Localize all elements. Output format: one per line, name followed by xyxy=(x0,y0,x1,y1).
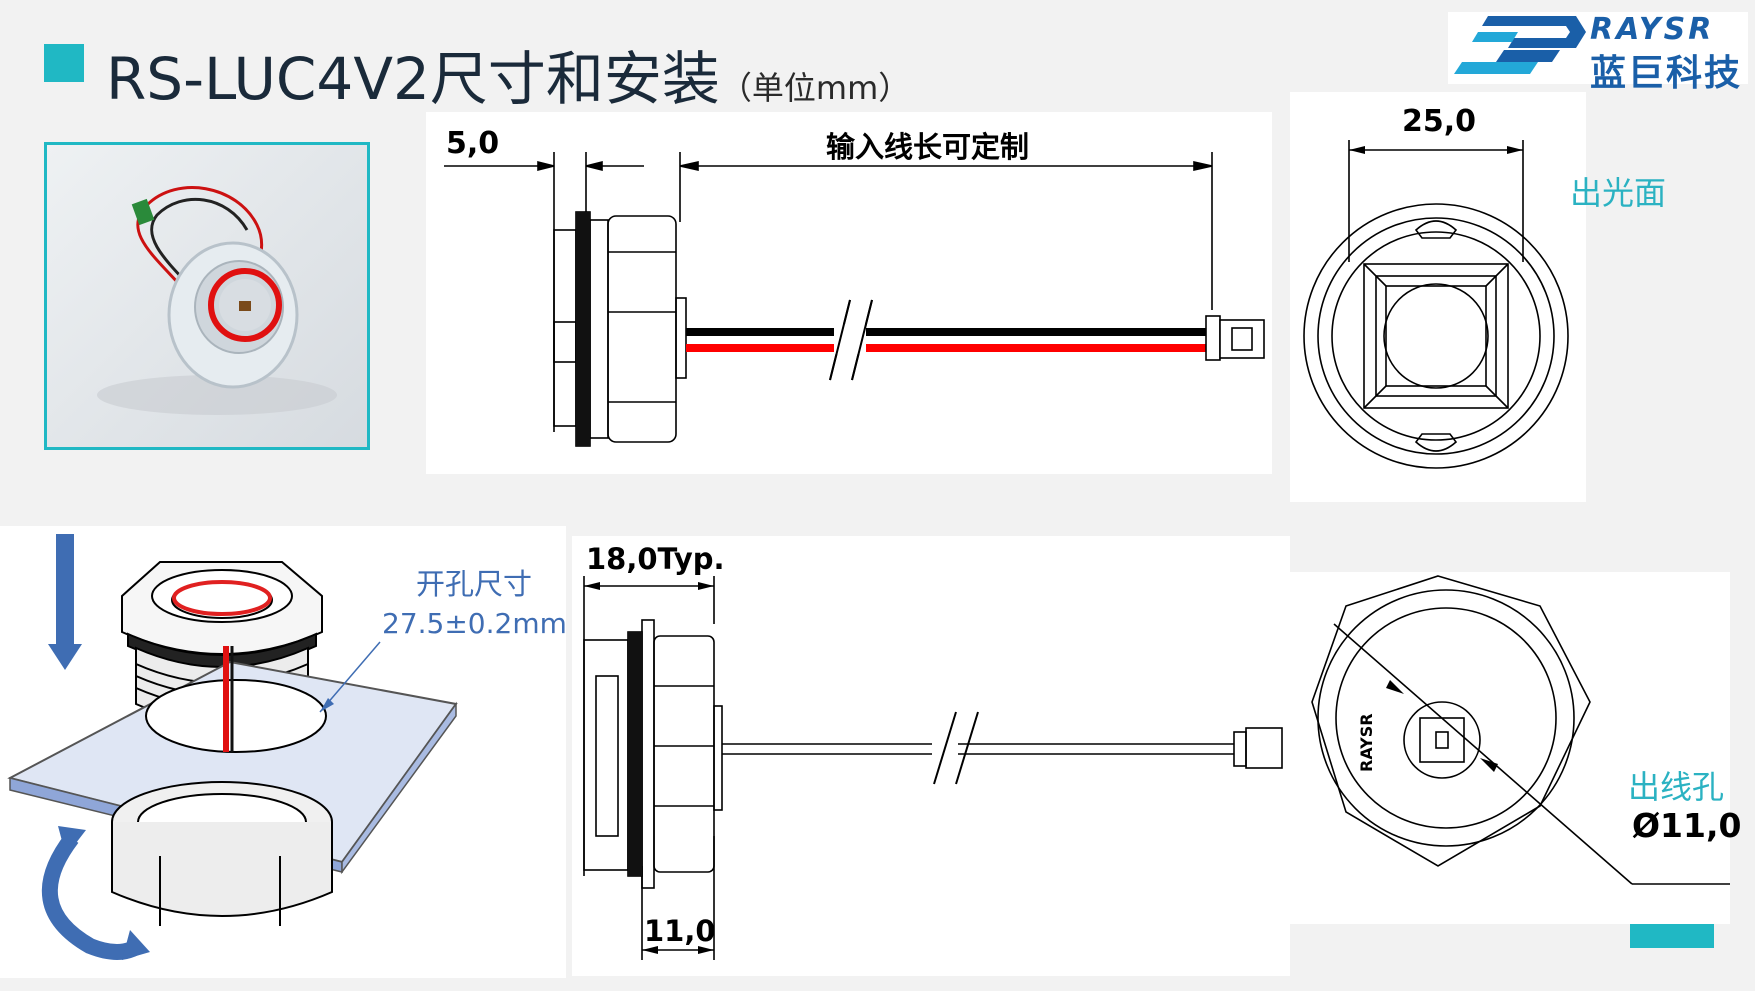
product-photo xyxy=(44,142,370,450)
side-view-top-drawing xyxy=(444,152,1265,447)
dim-hole-label: Ø11,0 xyxy=(1632,806,1742,845)
logo-brand-en: RAYSR xyxy=(1590,12,1715,47)
product-photo-image xyxy=(97,186,337,415)
hole-size-value: 27.5±0.2mm xyxy=(382,607,567,640)
dim-cable-label: 输入线长可定制 xyxy=(826,130,1030,164)
title-text: RS-LUC4V2尺寸和安装 xyxy=(106,45,720,113)
install-view-panel: 开孔尺寸 27.5±0.2mm xyxy=(0,526,567,978)
side-view-top-panel: 5,0 输入线长可定制 xyxy=(426,112,1272,474)
hole-size-title: 开孔尺寸 xyxy=(415,567,532,601)
title-unit: （单位mm） xyxy=(719,69,911,107)
light-surface-label: 出光面 xyxy=(1570,174,1667,212)
front-view-panel: 25,0 xyxy=(1290,92,1586,502)
front-view-drawing xyxy=(1303,140,1569,469)
page-title: RS-LUC4V2尺寸和安装（单位mm） xyxy=(106,50,910,108)
dim-thread-label: 11,0 xyxy=(644,914,716,948)
dim-thickness-label: 5,0 xyxy=(446,126,500,161)
rear-view-panel: RAYSR xyxy=(1290,572,1730,924)
logo: RAYSR 蓝巨科技 xyxy=(1448,12,1748,94)
install-view-drawing xyxy=(7,534,458,960)
rear-marking-text: RAYSR xyxy=(1357,713,1376,772)
dim-length-label: 18,0Typ. xyxy=(586,542,725,576)
footer-accent-bar xyxy=(1630,924,1714,948)
wire-hole-label: 出线孔 xyxy=(1628,768,1725,806)
logo-mark-icon xyxy=(1454,16,1586,74)
side-view-bottom-drawing xyxy=(583,576,1283,960)
dim-diameter-label: 25,0 xyxy=(1402,104,1477,139)
rear-view-drawing: RAYSR xyxy=(1311,575,1730,885)
side-view-bottom-panel: 18,0Typ. 11,0 xyxy=(572,536,1290,976)
title-accent-square xyxy=(44,44,84,82)
logo-brand-cn: 蓝巨科技 xyxy=(1590,53,1743,94)
